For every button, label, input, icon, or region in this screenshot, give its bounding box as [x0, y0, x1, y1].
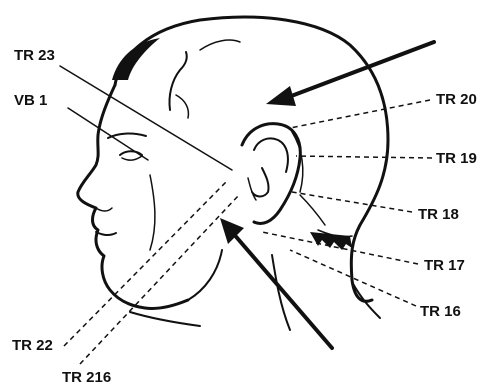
leader-lines	[60, 66, 432, 364]
label-tr16: TR 16	[420, 303, 461, 320]
leader-tr19	[296, 156, 432, 158]
label-tr18: TR 18	[418, 206, 459, 223]
label-tr216: TR 216	[62, 369, 111, 386]
label-vb1: VB 1	[14, 92, 47, 109]
label-tr19: TR 19	[436, 150, 477, 167]
point-labels: TR 23 VB 1 TR 20 TR 19 TR 18 TR 17 TR 16…	[12, 47, 477, 386]
label-tr22: TR 22	[12, 337, 53, 354]
leader-tr23	[60, 66, 232, 170]
label-tr20: TR 20	[436, 91, 477, 108]
arrow-upper	[266, 42, 434, 106]
leader-tr18	[292, 192, 412, 212]
label-tr23: TR 23	[14, 47, 55, 64]
leader-tr20	[290, 100, 430, 128]
ear	[242, 124, 303, 224]
label-tr17: TR 17	[424, 257, 465, 274]
leader-tr22	[64, 182, 226, 346]
hair	[112, 38, 352, 250]
